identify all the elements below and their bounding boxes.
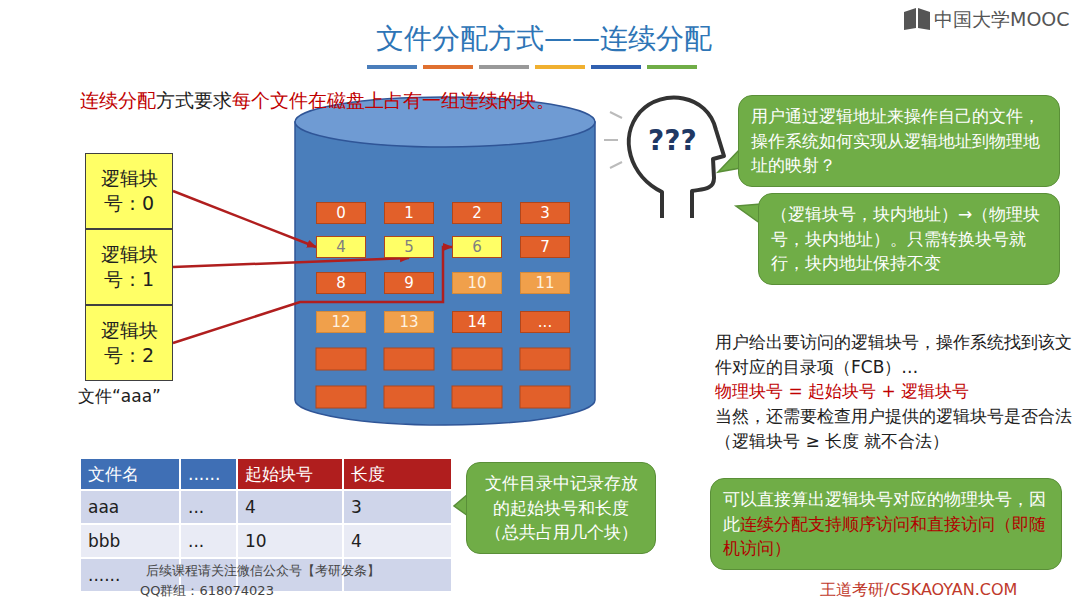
disk-block: 4 [316, 236, 366, 258]
explanation-text: 用户给出要访问的逻辑块号，操作系统找到该文件对应的目录项（FCB）… [715, 330, 1077, 379]
node-text: 3 [540, 204, 550, 222]
disk-block: 7 [520, 236, 570, 258]
node-text: 11 [535, 274, 554, 292]
conclusion-box: 可以直接算出逻辑块号对应的物理块号，因此连续分配支持顺序访问和直接访问（即随机访… [710, 478, 1062, 570]
node-text: 5 [404, 238, 414, 256]
node-text: ... [538, 313, 552, 331]
table-cell: ...... [88, 558, 120, 592]
explanation: 用户给出要访问的逻辑块号，操作系统找到该文件对应的目录项（FCB）…物理块号 =… [715, 330, 1077, 453]
intro-text: 每个文件在磁盘上占有一组连续的块。 [232, 89, 555, 111]
callout-box: 文件目录中记录存放的起始块号和长度（总共占用几个块） [466, 462, 656, 554]
disk-block: 0 [316, 202, 366, 224]
explanation-text: 物理块号 = 起始块号 + 逻辑块号 [715, 379, 1077, 404]
disk-block: 8 [316, 272, 366, 294]
disk-block: 14 [452, 311, 502, 333]
disk-block: 12 [316, 311, 366, 333]
node-text: 9 [404, 274, 414, 292]
table-header: 长度 [351, 458, 385, 490]
thought-lines [604, 112, 622, 168]
disk-block: 2 [452, 202, 502, 224]
table-grid [80, 458, 452, 592]
blank-blocks [316, 348, 570, 408]
table-cell: 10 [245, 524, 267, 558]
file-name: 文件“aaa” [78, 385, 161, 408]
disk-block: 9 [384, 272, 434, 294]
node-text: 逻辑块号：0 [96, 166, 162, 215]
mapping-arrow [173, 247, 452, 343]
table-cell: 4 [351, 524, 362, 558]
node-text: 0 [336, 204, 346, 222]
table-cell: ... [188, 490, 204, 524]
table-header: 起始块号 [245, 458, 313, 490]
logo-icon [904, 8, 930, 30]
disk-block: 10 [452, 272, 502, 294]
node-text: 4 [336, 238, 346, 256]
disk-block: 13 [384, 311, 434, 333]
node-text: 用户通过逻辑地址来操作自己的文件，操作系统如何实现从逻辑地址到物理地址的映射？ [751, 106, 1040, 175]
node-text: 1 [404, 204, 414, 222]
node-text: 2 [472, 204, 482, 222]
watermark: QQ群组：618074023 [140, 582, 274, 600]
disk-block: 3 [520, 202, 570, 224]
disk-block: 1 [384, 202, 434, 224]
mapping-arrow [173, 258, 409, 267]
table-cell: 4 [245, 490, 256, 524]
node-text: 13 [399, 313, 418, 331]
disk-block: 6 [452, 236, 502, 258]
table-cell: aaa [88, 490, 119, 524]
table-cell: 3 [351, 490, 362, 524]
title: 文件分配方式——连续分配 [0, 20, 1088, 58]
node-text: 14 [467, 313, 486, 331]
watermark: 后续课程请关注微信公众号【考研发条】 [146, 562, 380, 580]
table-cell: bbb [88, 524, 120, 558]
logical-block: 逻辑块号：2 [85, 305, 173, 381]
disk-block: 11 [520, 272, 570, 294]
node-text: 7 [540, 238, 550, 256]
mapping-arrow [173, 191, 316, 247]
intro-line: 连续分配方式要求每个文件在磁盘上占有一组连续的块。 [80, 88, 555, 114]
node-text: 8 [336, 274, 346, 292]
node-text: 10 [467, 274, 486, 292]
callout-bubble: （逻辑块号，块内地址）→（物理块号，块内地址）。只需转换块号就行，块内地址保持不… [758, 193, 1060, 285]
disk-block: ... [520, 311, 570, 333]
table-cell: ... [188, 524, 204, 558]
node-text: 逻辑块号：1 [96, 242, 162, 291]
question-marks: ??? [648, 124, 697, 157]
node-text: 逻辑块号：2 [96, 318, 162, 367]
table-header: 文件名 [88, 458, 139, 490]
logical-block: 逻辑块号：1 [85, 229, 173, 305]
intro-text: 方式要求 [156, 89, 232, 111]
disk-block: 5 [384, 236, 434, 258]
thinking-head [629, 98, 724, 218]
table-header: ...... [188, 458, 220, 490]
watermark: 王道考研/CSKAOYAN.COM [820, 580, 1017, 601]
node-text: 6 [472, 238, 482, 256]
logo-text: 中国大学MOOC [934, 7, 1070, 33]
logical-block: 逻辑块号：0 [85, 153, 173, 229]
intro-text: 连续分配 [80, 89, 156, 111]
node-text: 文件目录中记录存放的起始块号和长度（总共占用几个块） [479, 471, 643, 545]
node-text: 12 [331, 313, 350, 331]
node-text: 连续分配支持顺序访问和直接访问（即随机访问） [723, 514, 1046, 559]
node-text: （逻辑块号，块内地址）→（物理块号，块内地址）。只需转换块号就行，块内地址保持不… [771, 204, 1040, 273]
title-bars [367, 65, 697, 69]
explanation-text: 当然，还需要检查用户提供的逻辑块号是否合法（逻辑块号 ≥ 长度 就不合法） [715, 404, 1077, 453]
callout-bubble: 用户通过逻辑地址来操作自己的文件，操作系统如何实现从逻辑地址到物理地址的映射？ [738, 95, 1060, 187]
